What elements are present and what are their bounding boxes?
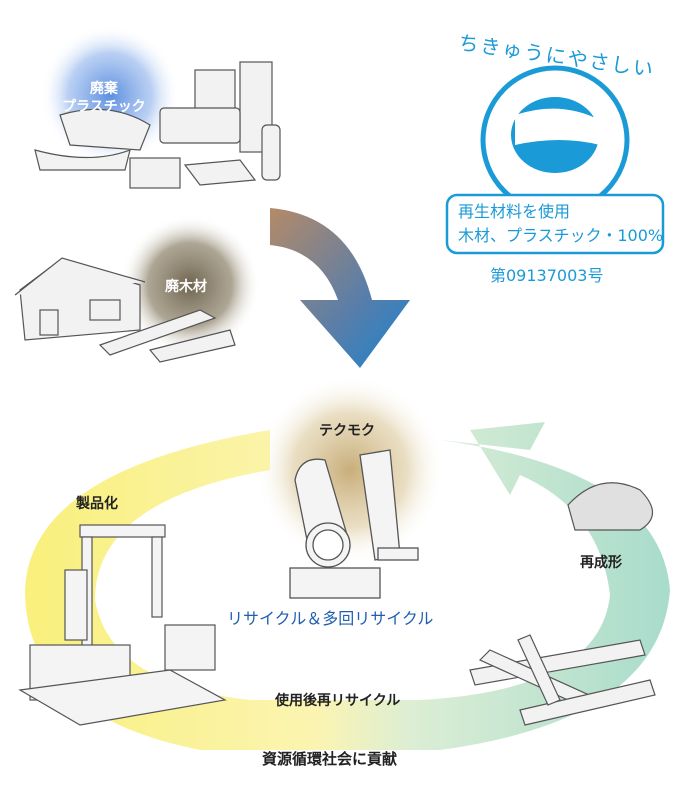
product-name-label: テクモク — [319, 423, 375, 439]
tecmoku-profile-illustration — [289, 449, 419, 599]
down-arrow-icon — [270, 208, 410, 368]
eco-mark-number: 第09137003号 — [490, 266, 604, 285]
contribution-label: 資源循環社会に貢献 — [262, 750, 398, 768]
deck-product-illustration — [18, 524, 227, 726]
lumber-pile-illustration — [469, 634, 656, 726]
eco-mark-text: 再生材料を使用 木材、プラスチック・100% — [458, 200, 663, 248]
recycle-caption: リサイクル＆多回リサイクル — [227, 609, 434, 628]
wood-glow — [120, 215, 260, 355]
waste-plastic-label: 廃棄 プラスチック — [62, 80, 146, 116]
waste-wood-label: 廃木材 — [165, 279, 207, 295]
productization-label: 製品化 — [76, 496, 118, 512]
plastic-waste-illustration — [34, 61, 281, 189]
waste-plastic-line2: プラスチック — [62, 99, 146, 115]
house-illustration — [14, 257, 236, 363]
product-glow — [255, 375, 445, 565]
eco-mark-logo — [445, 65, 665, 255]
waste-plastic-line1: 廃棄 — [89, 81, 118, 97]
eco-mark-line2: 木材、プラスチック・100% — [458, 226, 664, 245]
post-use-recycle-label: 使用後再リサイクル — [275, 693, 401, 709]
remolding-label: 再成形 — [580, 555, 622, 571]
crushed-material-illustration — [567, 482, 654, 531]
eco-mark-line1: 再生材料を使用 — [458, 202, 571, 221]
